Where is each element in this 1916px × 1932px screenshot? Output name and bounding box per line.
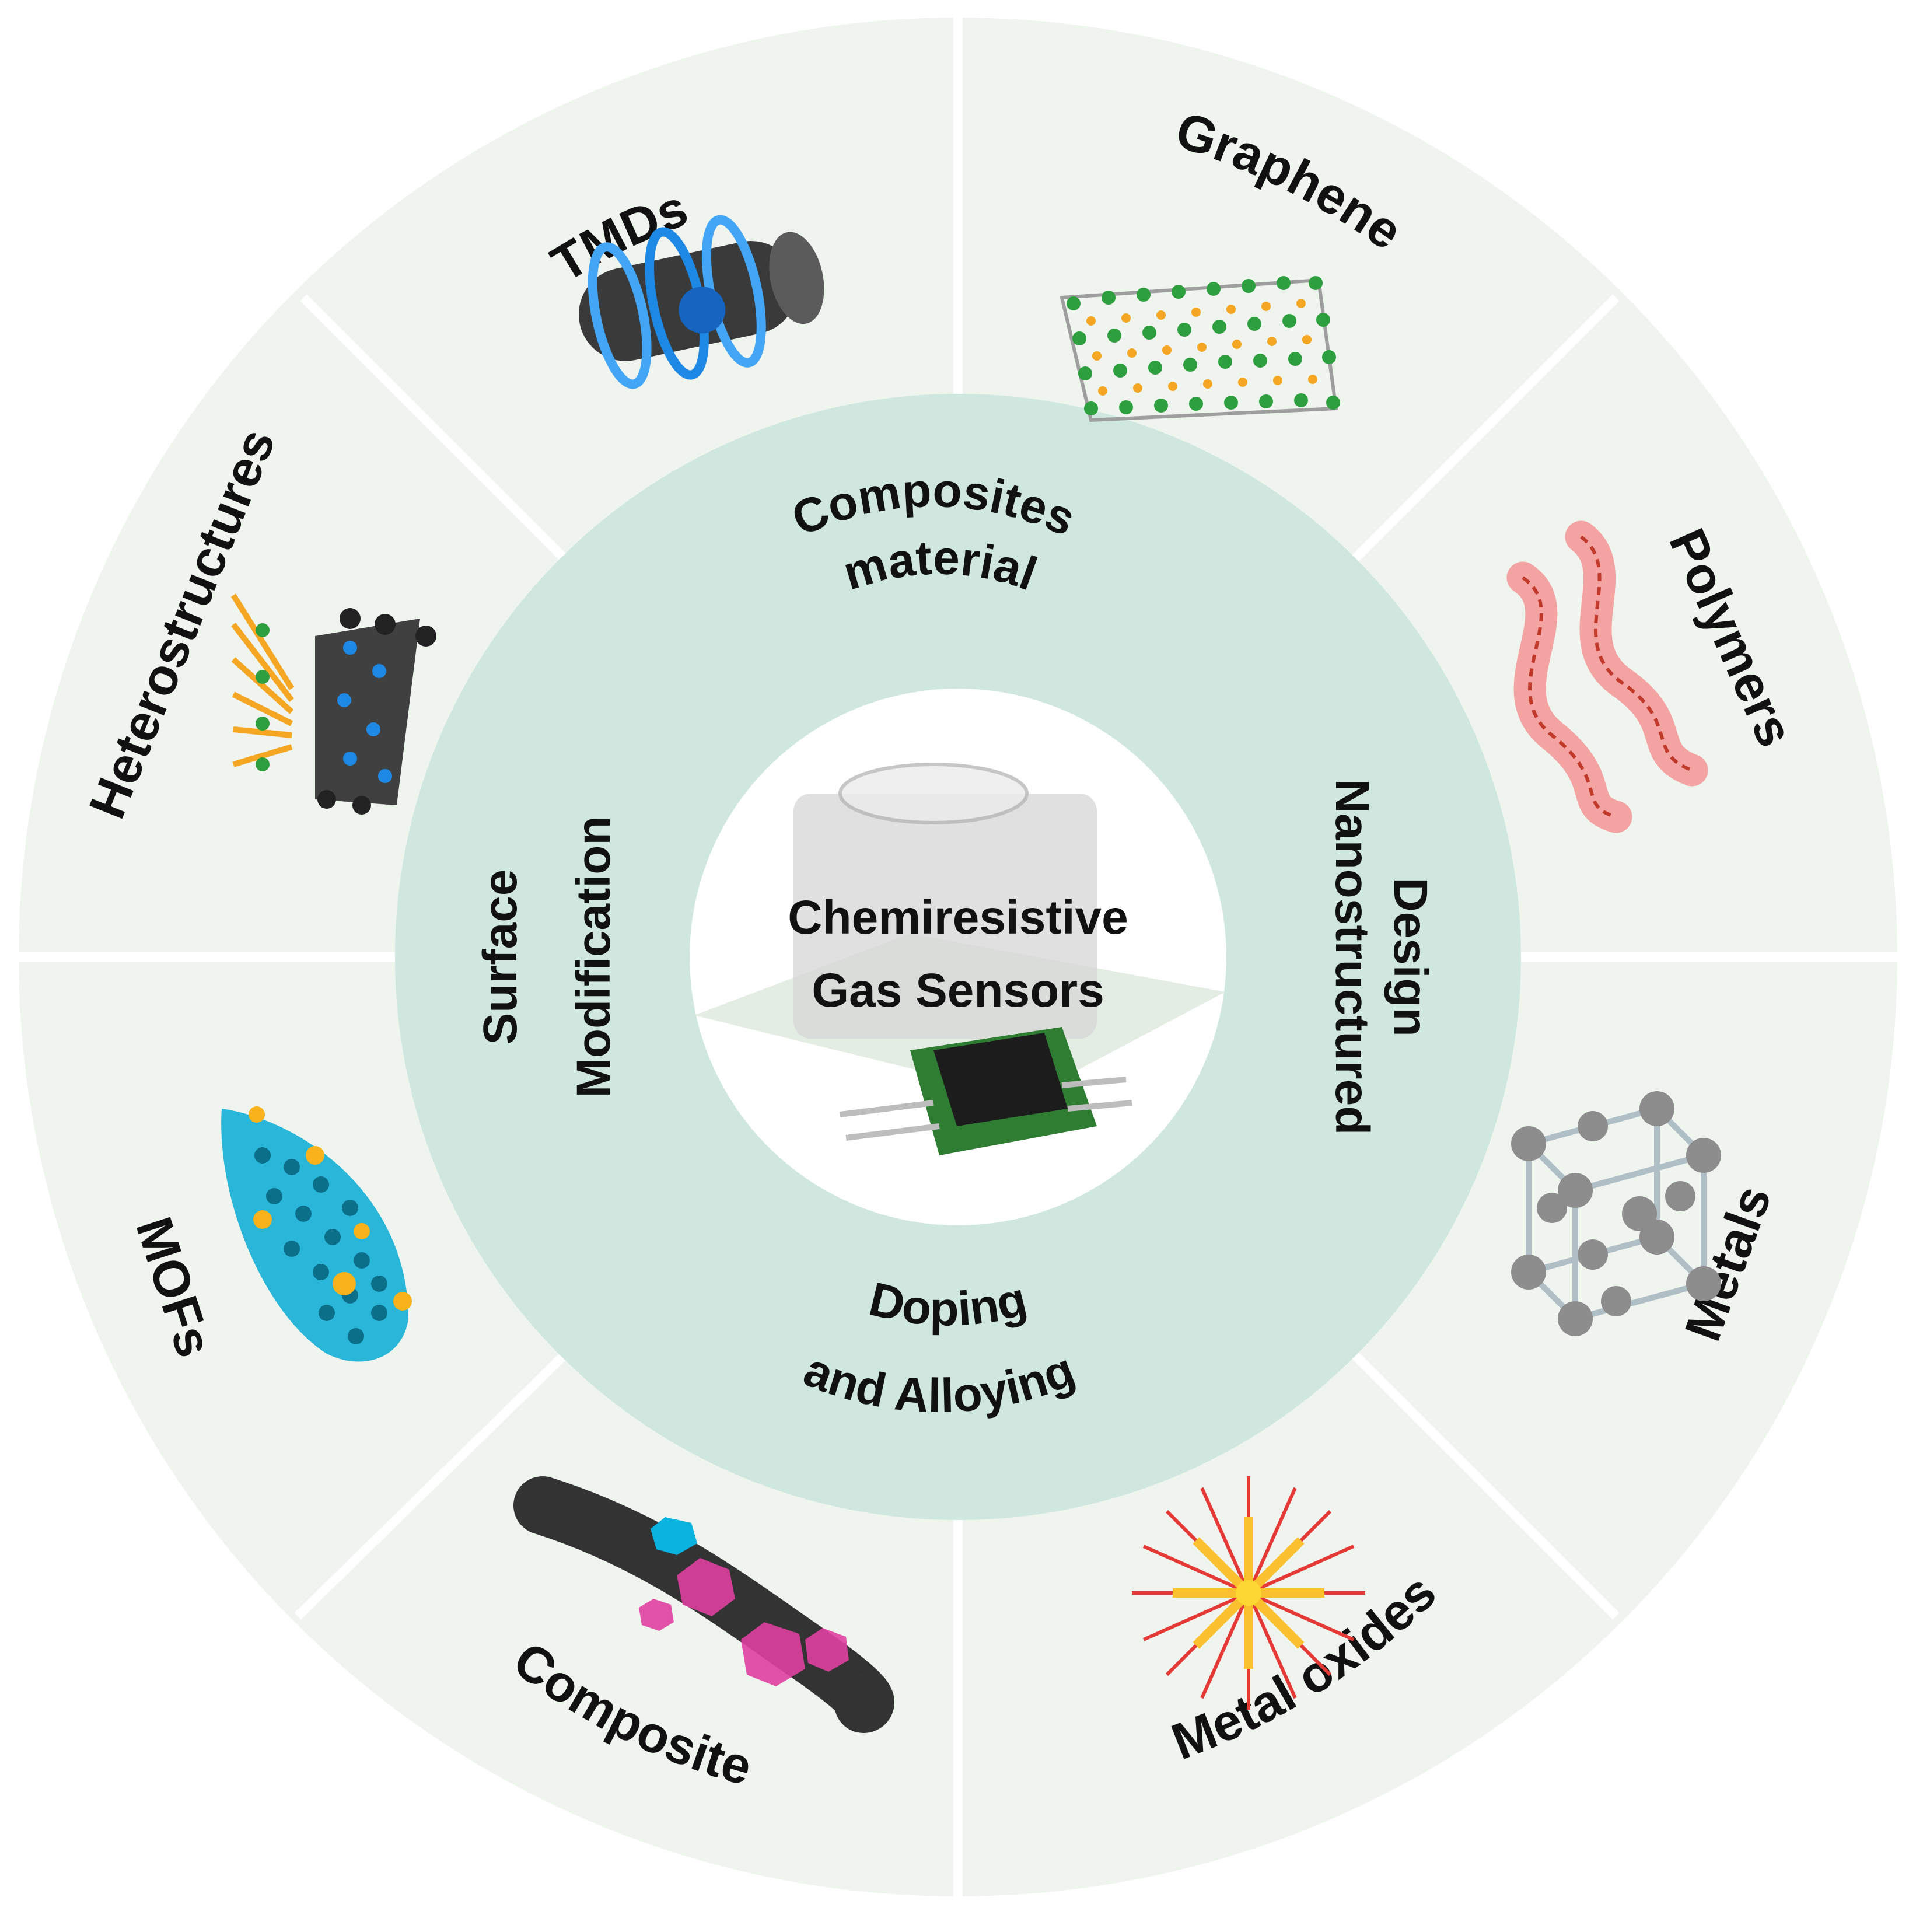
decorated-nanotube-icon [513, 1476, 894, 1733]
sensor-chip-icon [694, 763, 1225, 1155]
porous-sheet-icon [221, 1106, 412, 1362]
strategy-surface-line2: Modification [567, 816, 620, 1098]
center-title-line2: Gas Sensors [812, 964, 1104, 1017]
strategy-nanostructured-line2: Design [1384, 877, 1437, 1036]
strategy-nanostructured-line1: Nanostructured [1326, 779, 1379, 1136]
starburst-molecule-icon [1132, 1476, 1365, 1710]
strategy-surface: Surface Modification [474, 816, 620, 1098]
polymer-ribbon-icon [1506, 520, 1708, 833]
nanotube-icon [578, 215, 824, 389]
strategy-nanostructured: Nanostructured Design [1326, 779, 1437, 1136]
strategy-doping-line1: Doping [864, 1273, 1032, 1336]
lattice-sheet-icon [1060, 276, 1340, 422]
crystal-lattice-icon [1511, 1091, 1721, 1336]
strategy-surface-line1: Surface [474, 869, 527, 1045]
ring-dividers [12, 12, 1904, 1908]
center-title-line1: Chemiresistive [788, 891, 1128, 944]
layered-stack-icon [230, 593, 436, 815]
